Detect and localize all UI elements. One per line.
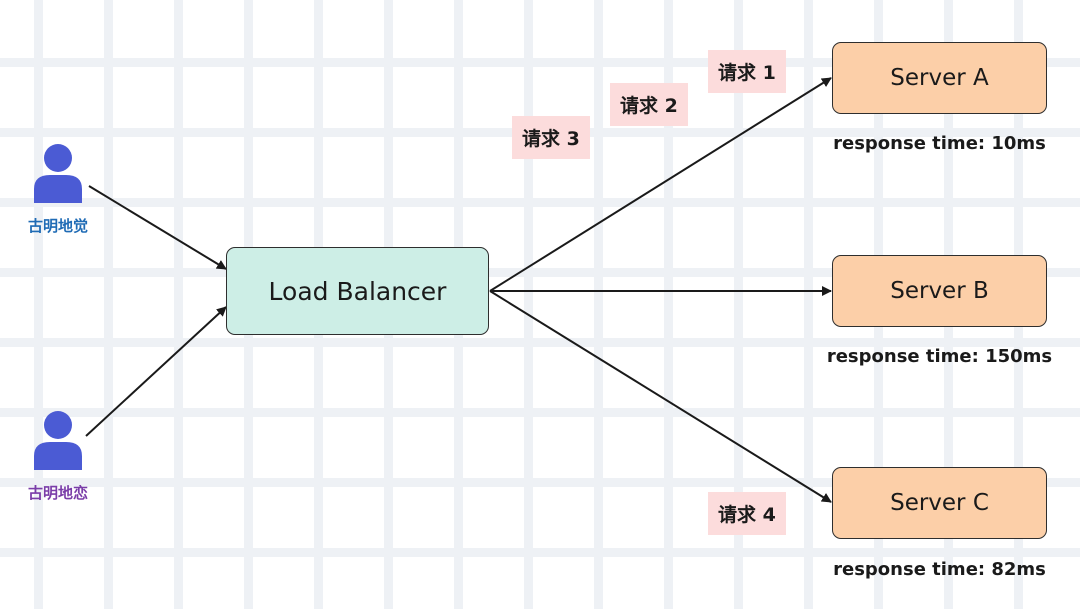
user-label: 古明地觉: [27, 217, 88, 235]
request-label-1: 请求 1: [708, 50, 786, 93]
server-c-label: Server C: [890, 490, 989, 516]
server-c-node: Server C: [832, 467, 1047, 539]
user-icon: [34, 411, 82, 470]
user-icon: [34, 144, 82, 203]
server-c-response-time: response time: 82ms: [833, 559, 1046, 580]
user-satori: 古明地觉: [8, 143, 108, 236]
user-koishi: 古明地恋: [8, 410, 108, 503]
server-b-response-time: response time: 150ms: [826, 346, 1053, 367]
server-b-label: Server B: [890, 278, 989, 304]
server-a-label: Server A: [890, 65, 989, 91]
request-label-2: 请求 2: [610, 83, 688, 126]
load-balancer-label: Load Balancer: [268, 276, 447, 306]
server-b-node: Server B: [832, 255, 1047, 327]
load-balancer-node: Load Balancer: [226, 247, 489, 335]
arrow-lb-to-server-a: [489, 77, 832, 292]
arrow-user1-to-lb: [88, 185, 227, 270]
server-a-node: Server A: [832, 42, 1047, 114]
server-a-response-time: response time: 10ms: [833, 133, 1046, 154]
arrow-user2-to-lb: [85, 306, 227, 437]
request-label-3: 请求 3: [512, 116, 590, 159]
user-label: 古明地恋: [27, 484, 88, 502]
arrow-lb-to-server-c: [489, 290, 832, 503]
request-label-4: 请求 4: [708, 492, 786, 535]
